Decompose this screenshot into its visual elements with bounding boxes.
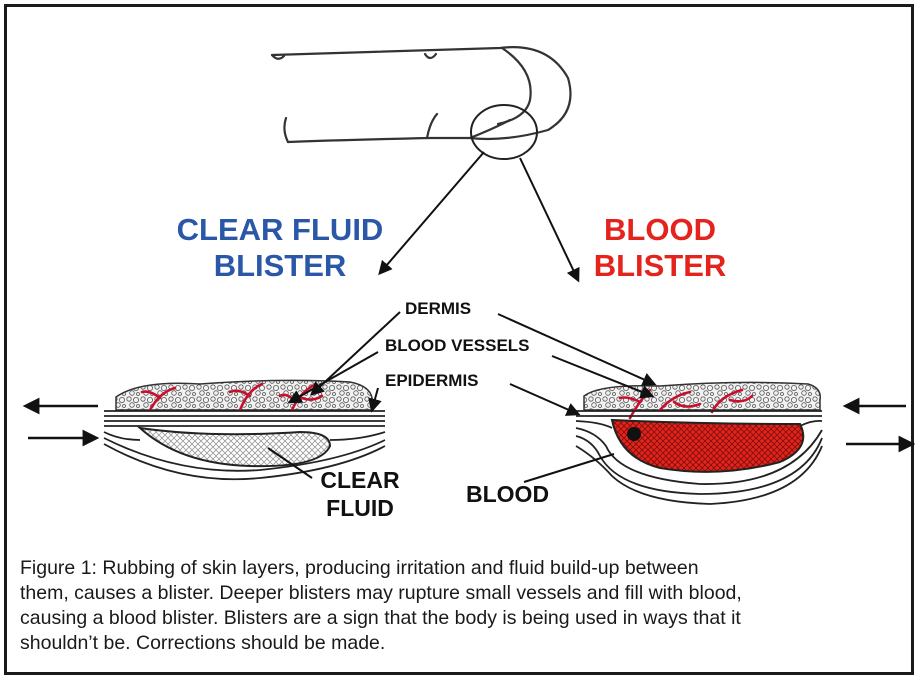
figure-caption: Figure 1: Rubbing of skin layers, produc…: [20, 556, 900, 656]
blood-blister-skin-section: [576, 382, 822, 504]
left-epidermis-lines: [104, 411, 385, 426]
caption-line-4: shouldn’t be. Corrections should be made…: [20, 631, 900, 656]
dermis-label: DERMIS: [405, 299, 471, 319]
clear-fluid-label: CLEAR FLUID: [315, 466, 405, 522]
clear-fluid-label-line2: FLUID: [315, 494, 405, 522]
finger-sketch: [272, 47, 571, 159]
caption-line-2: them, causes a blister. Deeper blisters …: [20, 581, 900, 606]
right-dermis-layer: [584, 382, 820, 410]
caption-line-1: Figure 1: Rubbing of skin layers, produc…: [20, 556, 900, 581]
blood-pocket: [612, 420, 803, 472]
blood-vessels-label: BLOOD VESSELS: [385, 336, 530, 356]
clear-fluid-label-line1: CLEAR: [315, 466, 405, 494]
clear-title-line2: BLISTER: [150, 248, 410, 284]
caption-line-3: causing a blood blister. Blisters are a …: [20, 606, 900, 631]
epidermis-label: EPIDERMIS: [385, 371, 479, 391]
blood-title-line2: BLISTER: [560, 248, 760, 284]
blood-blister-title: BLOOD BLISTER: [560, 212, 760, 284]
clear-fluid-pocket: [140, 428, 330, 466]
clear-fluid-skin-section: [104, 380, 385, 479]
clear-title-line1: CLEAR FLUID: [150, 212, 410, 248]
blood-title-line1: BLOOD: [560, 212, 760, 248]
blood-label: BLOOD: [466, 481, 549, 508]
clear-fluid-blister-title: CLEAR FLUID BLISTER: [150, 212, 410, 284]
